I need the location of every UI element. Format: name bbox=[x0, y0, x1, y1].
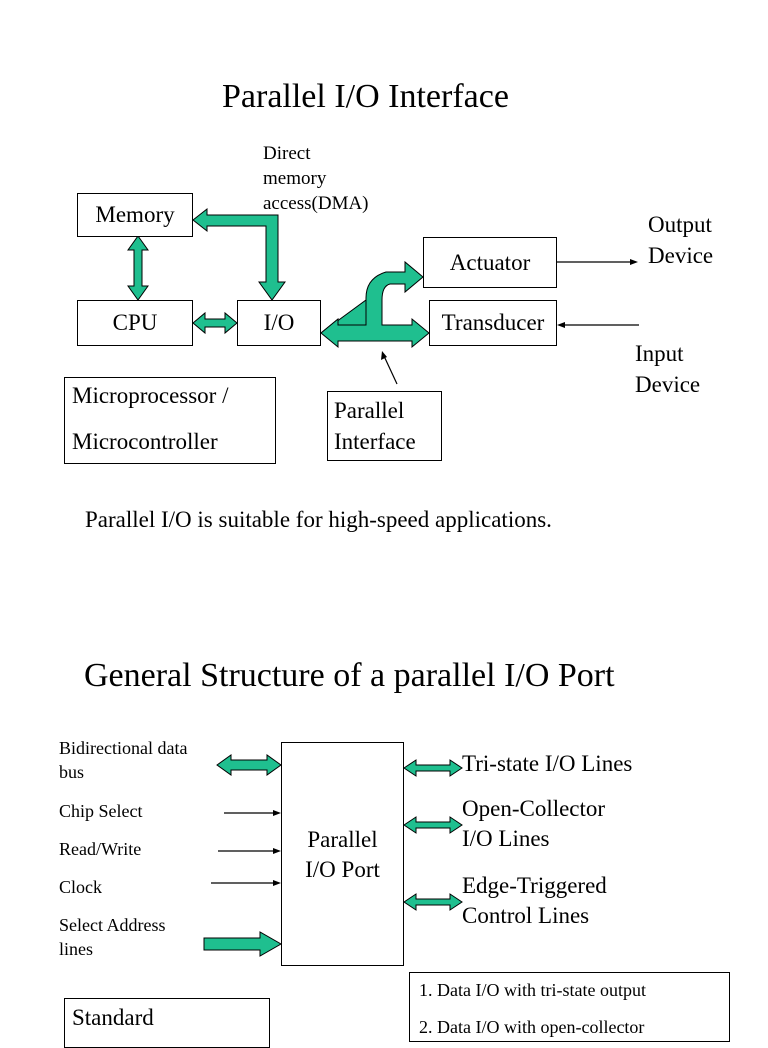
cpu-io-arrow bbox=[192, 311, 238, 335]
parallel-port-box: Parallel I/O Port bbox=[281, 742, 404, 966]
micro-line-1: Microprocessor / bbox=[72, 383, 229, 408]
standard-label: Standard bbox=[72, 1005, 154, 1030]
parallel-interface-box: Parallel Interface bbox=[327, 391, 442, 461]
output-device-line-1: Output bbox=[648, 212, 712, 237]
io-box: I/O bbox=[237, 300, 321, 346]
list-item-2: 2. Data I/O with open-collector bbox=[419, 1017, 645, 1037]
parallel-interface-line-1: Parallel bbox=[334, 398, 405, 423]
edge-triggered-label: Edge-Triggered Control Lines bbox=[462, 871, 607, 931]
microprocessor-box: Microprocessor / Microcontroller bbox=[64, 377, 276, 464]
micro-line-2: Microcontroller bbox=[72, 429, 218, 454]
address-lines-arrow bbox=[203, 931, 283, 957]
address-lines-line-2: lines bbox=[59, 939, 93, 959]
input-device-label: Input Device bbox=[635, 338, 700, 400]
address-lines-label: Select Address lines bbox=[59, 913, 165, 961]
memory-box: Memory bbox=[77, 193, 193, 237]
bidi-bus-line-2: bus bbox=[59, 762, 85, 782]
transducer-box: Transducer bbox=[429, 300, 557, 346]
edge-triggered-arrow bbox=[403, 893, 463, 911]
open-collector-label: Open-Collector I/O Lines bbox=[462, 794, 605, 854]
actuator-label: Actuator bbox=[449, 249, 531, 275]
chip-select-label: Chip Select bbox=[59, 801, 143, 821]
bidi-bus-line-1: Bidirectional data bbox=[59, 738, 188, 758]
parallel-bus-arrow-body bbox=[320, 260, 430, 349]
io-label: I/O bbox=[263, 310, 295, 335]
list-item-1: 1. Data I/O with tri-state output bbox=[419, 980, 646, 1000]
parallel-port-label: Parallel I/O Port bbox=[282, 825, 403, 885]
memory-cpu-arrow bbox=[127, 235, 149, 301]
dma-label-line-2: memory bbox=[263, 168, 327, 189]
output-device-line-2: Device bbox=[648, 243, 714, 268]
bidi-bus-arrow bbox=[216, 754, 282, 776]
slide2-title: General Structure of a parallel I/O Port bbox=[84, 657, 615, 694]
port-types-list: 1. Data I/O with tri-state output 2. Dat… bbox=[409, 972, 730, 1042]
cpu-label: CPU bbox=[112, 310, 158, 335]
input-device-line-2: Device bbox=[635, 372, 701, 397]
dma-label: Direct memory access(DMA) bbox=[263, 141, 369, 216]
bidi-bus-label: Bidirectional data bus bbox=[59, 736, 187, 784]
output-device-label: Output Device bbox=[648, 209, 713, 271]
tristate-arrow bbox=[403, 759, 463, 777]
dma-label-line-1: Direct bbox=[263, 143, 311, 164]
edge-triggered-line-1: Edge-Triggered bbox=[462, 873, 607, 898]
open-collector-line-2: I/O Lines bbox=[462, 826, 550, 851]
memory-label: Memory bbox=[95, 202, 175, 227]
parallel-port-line-1: Parallel bbox=[307, 827, 378, 852]
clock-label: Clock bbox=[59, 877, 102, 897]
dma-arrow bbox=[192, 207, 286, 301]
slide1-caption: Parallel I/O is suitable for high-speed … bbox=[85, 507, 552, 532]
address-lines-line-1: Select Address bbox=[59, 915, 166, 935]
open-collector-line-1: Open-Collector bbox=[462, 796, 606, 821]
transducer-label: Transducer bbox=[441, 310, 545, 335]
tristate-label: Tri-state I/O Lines bbox=[462, 751, 633, 776]
edge-triggered-line-2: Control Lines bbox=[462, 903, 590, 928]
parallel-port-line-2: I/O Port bbox=[305, 857, 380, 882]
dma-label-line-3: access(DMA) bbox=[263, 193, 369, 214]
cpu-box: CPU bbox=[77, 300, 193, 346]
parallel-interface-line-2: Interface bbox=[334, 429, 416, 454]
read-write-label: Read/Write bbox=[59, 839, 142, 859]
open-collector-arrow bbox=[403, 816, 463, 834]
actuator-box: Actuator bbox=[423, 237, 557, 288]
standard-box: Standard bbox=[64, 998, 270, 1048]
input-device-line-1: Input bbox=[635, 341, 684, 366]
slide1-title: Parallel I/O Interface bbox=[222, 78, 509, 115]
